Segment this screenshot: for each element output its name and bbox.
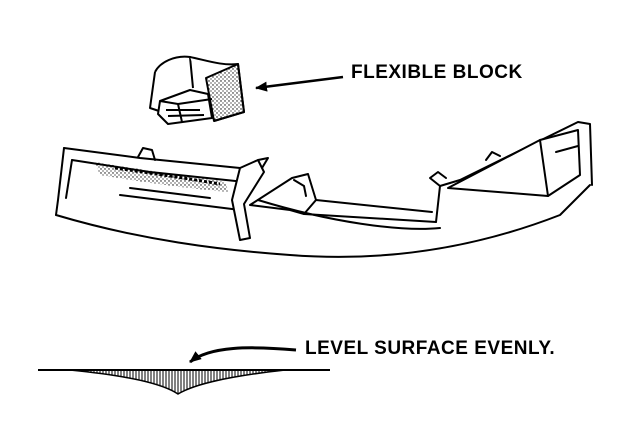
level-surface-cross-section <box>38 369 330 395</box>
flexible-block-label: FLEXIBLE BLOCK <box>351 62 523 83</box>
repair-shading <box>95 162 228 192</box>
flexible-block-pointer <box>255 75 344 92</box>
bumper-fascia-illustration <box>55 121 593 258</box>
level-surface-label: LEVEL SURFACE EVENLY. <box>305 338 556 359</box>
level-surface-pointer <box>189 346 297 364</box>
flexible-block-illustration <box>149 55 245 125</box>
